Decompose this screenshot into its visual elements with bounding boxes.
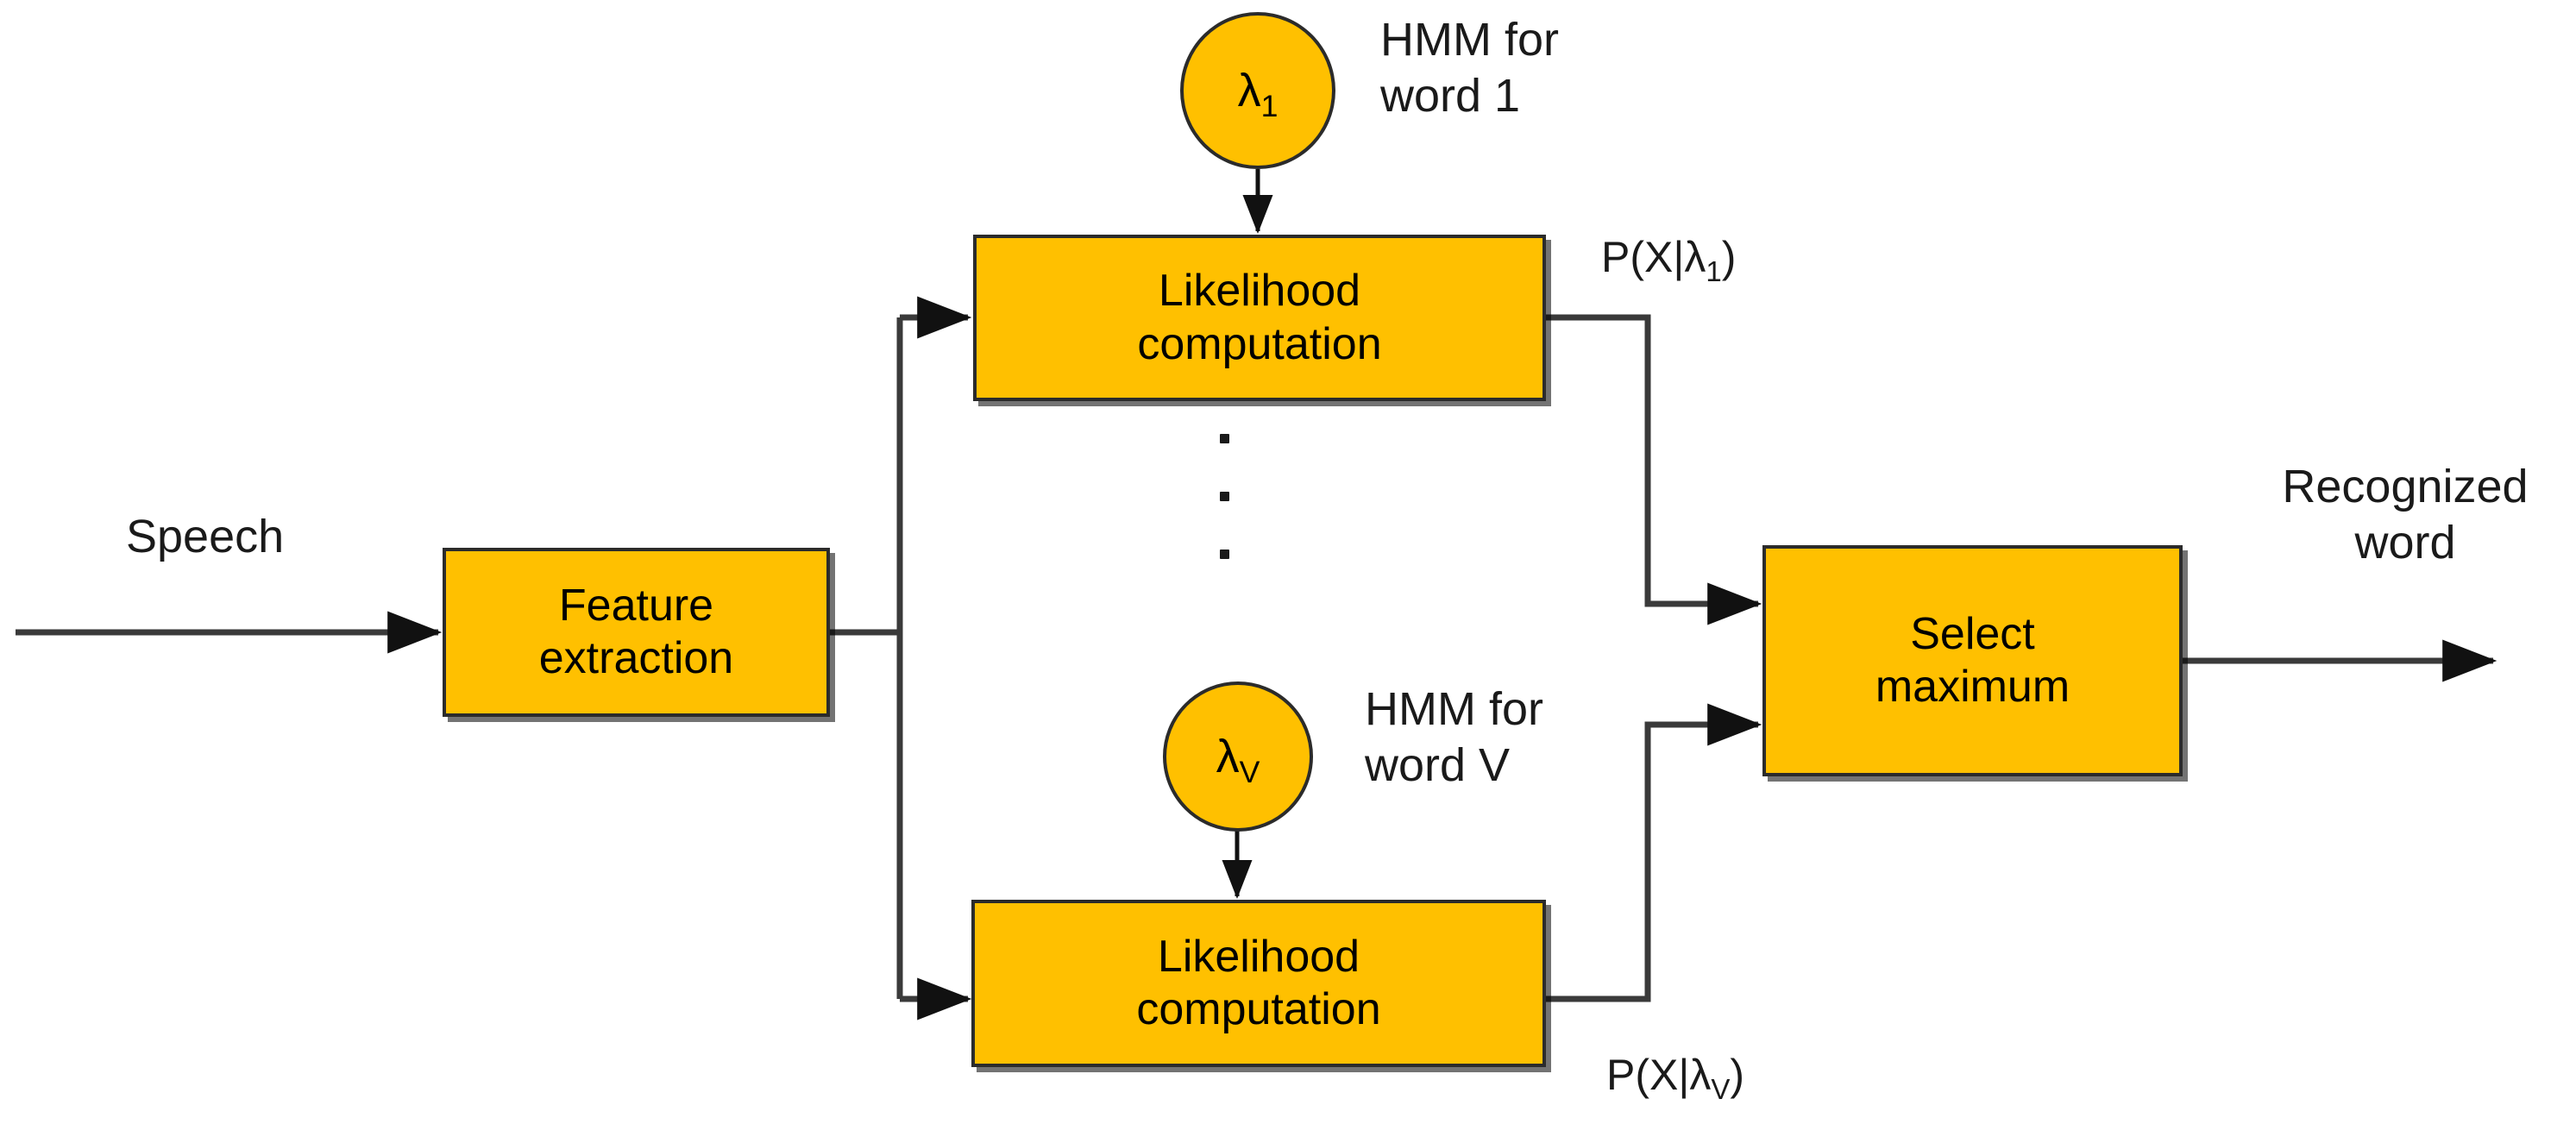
connector-likelihood-bottom-to-select-max (1546, 703, 1762, 1002)
hmm-word-v-caption-line1: HMM for (1365, 683, 1543, 735)
hmm-word-1-caption-line2: word 1 (1380, 69, 1521, 122)
hmm-word-v-subscript: V (1239, 754, 1260, 789)
p-x-given-lambda-v-subscript: V (1711, 1073, 1731, 1105)
hmm-word-1-caption: HMM for word 1 (1380, 12, 1743, 124)
recognized-word-label-line1: Recognized (2282, 461, 2529, 512)
p-x-given-lambda-1-suffix: ) (1721, 233, 1737, 281)
hmm-word-v-symbol: λV (1216, 731, 1260, 789)
ellipsis-dot-2 (1219, 492, 1229, 501)
likelihood-computation-bottom-block[interactable]: Likelihood computation (971, 900, 1546, 1067)
p-x-given-lambda-1-prefix: P(X|λ (1601, 233, 1706, 281)
vertical-ellipsis (1218, 434, 1230, 559)
recognized-word-label-line2: word (2354, 516, 2456, 568)
p-x-given-lambda-v-label: P(X|λV) (1606, 1049, 1745, 1103)
likelihood-computation-bottom-label-line2: computation (1136, 984, 1381, 1034)
feature-extraction-block[interactable]: Feature extraction (443, 548, 830, 717)
select-maximum-label-line1: Select (1910, 608, 2035, 659)
likelihood-computation-top-label-line2: computation (1137, 318, 1382, 369)
ellipsis-dot-1 (1219, 434, 1229, 443)
recognized-word-output-label: Recognized word (2234, 459, 2576, 571)
select-maximum-label-line2: maximum (1875, 662, 2070, 712)
p-x-given-lambda-v-suffix: ) (1730, 1051, 1745, 1099)
feature-extraction-label-line2: extraction (538, 633, 734, 683)
likelihood-computation-bottom-label-line1: Likelihood (1157, 931, 1360, 982)
connector-likelihood-top-to-select-max (1546, 314, 1762, 625)
hmm-word-1-subscript: 1 (1260, 88, 1279, 123)
hmm-word-1-symbol: λ1 (1237, 65, 1279, 123)
speech-input-label: Speech (126, 511, 285, 562)
likelihood-computation-top-block[interactable]: Likelihood computation (973, 235, 1546, 401)
p-x-given-lambda-1-label: P(X|λ1) (1601, 231, 1737, 286)
p-x-given-lambda-v-prefix: P(X|λ (1606, 1051, 1712, 1099)
likelihood-computation-top-label-line1: Likelihood (1158, 266, 1361, 317)
hmm-word-v-caption: HMM for word V (1365, 681, 1727, 794)
ellipsis-dot-3 (1219, 550, 1229, 559)
hmm-word-1-caption-line1: HMM for (1380, 14, 1559, 66)
hmm-word-1-circle[interactable]: λ1 (1180, 12, 1335, 169)
p-x-given-lambda-1-subscript: 1 (1706, 255, 1722, 287)
hmm-word-v-caption-line2: word V (1365, 738, 1511, 791)
select-maximum-block[interactable]: Select maximum (1762, 545, 2183, 776)
hmm-word-v-circle[interactable]: λV (1163, 681, 1313, 832)
feature-extraction-label-line1: Feature (558, 580, 714, 631)
